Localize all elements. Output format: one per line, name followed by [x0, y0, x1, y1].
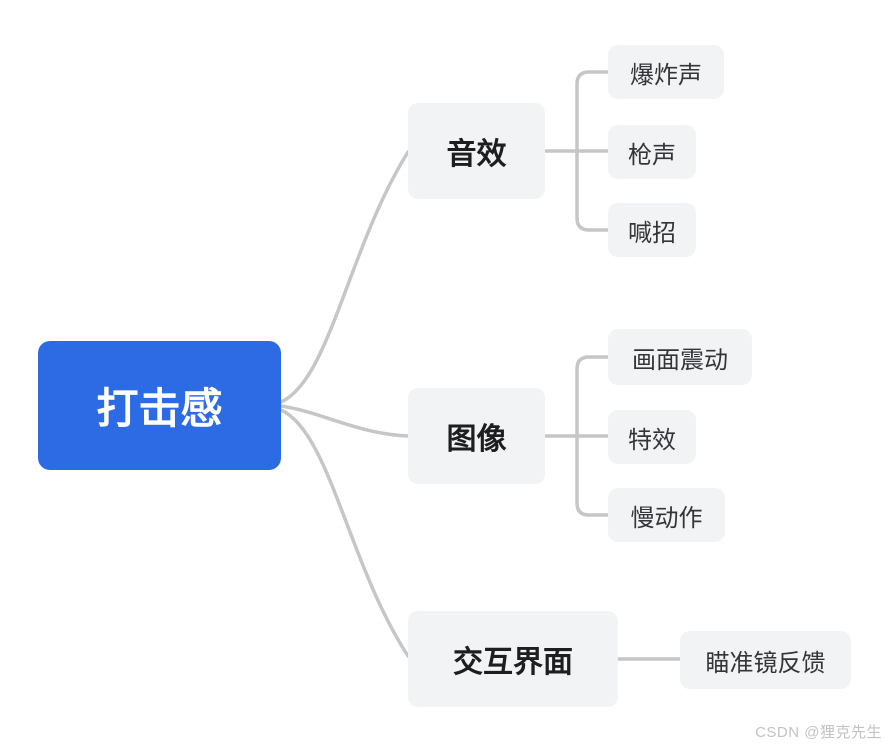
connector-image-children	[575, 355, 610, 517]
csdn-watermark: CSDN @狸克先生	[755, 724, 882, 741]
leaf-node-shout[interactable]: 喊招	[608, 203, 696, 257]
root-node-hit-feel[interactable]: 打击感	[38, 341, 281, 470]
connector-root-to-ui	[279, 408, 410, 658]
branch-node-sound[interactable]: 音效	[408, 103, 545, 199]
branch-node-image[interactable]: 图像	[408, 388, 545, 484]
leaf-node-gunshot[interactable]: 枪声	[608, 125, 696, 179]
connector-root-to-sound	[279, 150, 410, 404]
connector-root-to-image	[279, 404, 410, 438]
connector-sound-children	[575, 70, 610, 232]
leaf-node-screen-shake[interactable]: 画面震动	[608, 329, 752, 385]
leaf-node-slow-motion[interactable]: 慢动作	[608, 488, 725, 542]
branch-node-interactive-ui[interactable]: 交互界面	[408, 611, 618, 707]
leaf-node-scope-feedback[interactable]: 瞄准镜反馈	[680, 631, 851, 689]
leaf-node-special-effects[interactable]: 特效	[608, 410, 696, 464]
leaf-node-explosion-sound[interactable]: 爆炸声	[608, 45, 724, 99]
